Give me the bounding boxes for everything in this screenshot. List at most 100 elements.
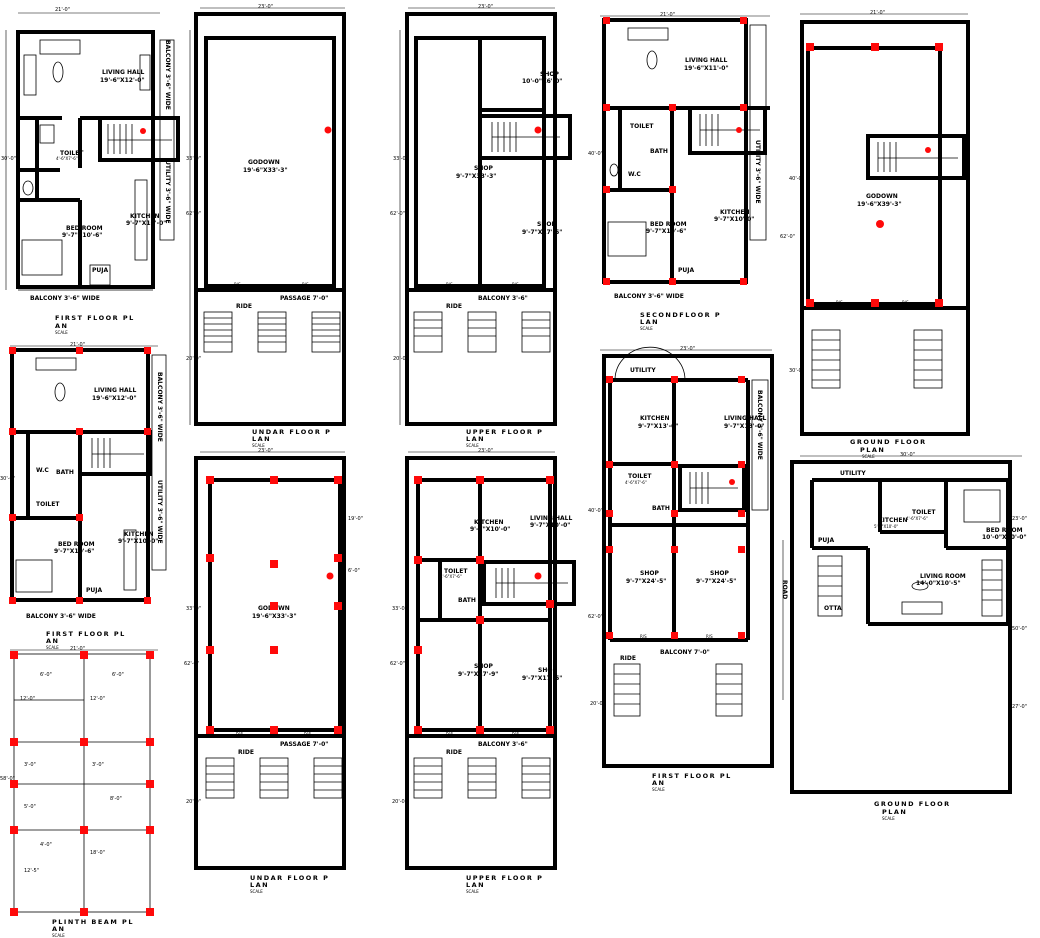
ride-label: RIDE [446, 749, 462, 756]
plan-title-cont: AN [52, 925, 65, 933]
dim-side: 33'-0" [393, 156, 408, 162]
beam-dim: 3'-0" [24, 762, 36, 768]
beam-dim: 18'-0" [90, 850, 105, 856]
plan-scale: SCALE [252, 443, 265, 448]
dim-side: 20'-0" [590, 701, 605, 707]
room-label: LIVING HALL [94, 387, 136, 394]
rs-label: R/S [640, 634, 647, 639]
ride-label: RIDE [238, 749, 254, 756]
room-label: SHOP [537, 221, 556, 228]
room-label: TOILET [630, 123, 654, 130]
beam-dim: 12'-0" [20, 696, 35, 702]
room-label: PUJA [678, 267, 695, 274]
passage-label: PASSAGE 7'-0" [280, 741, 328, 748]
first-floor-plan-a: 21'-0" 30'-0" LIVING HALL 19'-6"X12'-0" … [1, 7, 180, 335]
dim-side: 40'-0" [588, 508, 603, 514]
room-label: UTILITY [630, 367, 656, 374]
room-label: SHOP [640, 570, 659, 577]
side-balcony-label: BALCONY 3'-6" WIDE [164, 40, 171, 110]
room-label: SHOP [474, 165, 493, 172]
dim-top: 21'-0" [70, 342, 85, 348]
room-dim: 19'-6"X39'-3" [857, 201, 902, 208]
beam-dim: 3'-0" [92, 762, 104, 768]
plan-scale: SCALE [640, 326, 653, 331]
dim-side: 30'-0" [789, 368, 804, 374]
room-label: LIVING HALL [530, 515, 572, 522]
ground-floor-plan-b: 30'-0" 23'-0" 50'-0" 27'-0" UTILITY KITC… [781, 452, 1027, 821]
room-dim: 10'-0"X10'-0" [982, 534, 1027, 541]
ride-label: RIDE [446, 303, 462, 310]
plan-title-cont: AN [652, 779, 665, 787]
plan-title-cont: LAN [640, 318, 659, 326]
room-dim: 9'-7"X10'-6" [646, 228, 686, 235]
rs-label: R/S [234, 282, 241, 287]
plan-scale: SCALE [882, 816, 895, 821]
second-floor-plan: 21'-0" 40'-0" LIVING HALL 19'-6"X11'-0" … [588, 12, 770, 331]
room-label: KITCHEN [124, 531, 154, 538]
plan-title-cont: LAN [466, 881, 485, 889]
dim-top: 23'-0" [680, 346, 695, 352]
beam-dim: 12'-5" [24, 868, 39, 874]
room-label: SHOP [538, 667, 557, 674]
plan-title: UPPER FLOOR P [466, 874, 543, 882]
road-label: ROAD [781, 580, 788, 599]
dim-side: 62'-0" [184, 661, 199, 667]
room-label: LIVING HALL [685, 57, 727, 64]
balcony-label: BALCONY 3'-6" WIDE [26, 613, 96, 620]
dim-top: 30'-0" [900, 452, 915, 458]
room-label: GODOWN [866, 193, 898, 200]
room-label: TOILET [444, 568, 468, 575]
ride-label: RIDE [620, 655, 636, 662]
room-dim: 10'-0"X6'-0" [522, 78, 562, 85]
room-dim: 19'-6"X11'-0" [684, 65, 729, 72]
rs-label: R/S [236, 730, 243, 735]
upper-floor-plan-b: 23'-0" 33'-0" 62'-0" 20'-0" KITCHEN 9'-7… [390, 448, 576, 894]
beam-dim: 5'-0" [24, 804, 36, 810]
utility-label: UTILITY 3'-6" WIDE [164, 160, 171, 224]
utility-label: UTILITY 3'-6" WIDE [156, 480, 163, 544]
dim-side: 40'-0" [588, 151, 603, 157]
beam-dim: 4'-0" [40, 842, 52, 848]
room-label: LIVING ROOM [920, 573, 966, 580]
beam-dim: 6'-0" [40, 672, 52, 678]
dim-side: 20'-0" [186, 356, 201, 362]
dim-side: 20'-0" [392, 799, 407, 805]
room-label: OTTA [824, 605, 842, 612]
passage-label: PASSAGE 7'-0" [280, 295, 328, 302]
upper-floor-plan-a: 23'-0" 33'-0" 62'-0" 20'-0" SHOP 10'-0"X… [390, 4, 572, 448]
dim-side: 62'-0" [186, 211, 201, 217]
room-dim: 9'-7"X13'-0" [724, 423, 764, 430]
rs-label: R/S [512, 282, 519, 287]
plan-title: UNDAR FLOOR P [250, 874, 329, 882]
balcony-label: BALCONY 3'-6" WIDE [30, 295, 100, 302]
room-label: SHOP [710, 570, 729, 577]
balcony-label: BALCONY 3'-6" [478, 741, 528, 748]
room-dim: 9'-7"X24'-5" [626, 578, 666, 585]
plan-title: SECONDFLOOR P [640, 311, 721, 319]
plan-title-cont: LAN [466, 435, 485, 443]
plan-title: GROUND FLOOR [850, 438, 927, 446]
dim-top: 23'-0" [478, 448, 493, 454]
room-dim: 9'-7"X10'-0" [126, 220, 166, 227]
dim-top: 23'-0" [258, 448, 273, 454]
plan-title: GROUND FLOOR [874, 800, 951, 808]
dim-top: 21'-0" [55, 7, 70, 13]
room-label: PUJA [92, 267, 109, 274]
room-dim: 4'-6"X7'-6" [625, 480, 647, 485]
balcony-label: BALCONY 7'-0" [660, 649, 710, 656]
dim-side: 23'-0" [1012, 516, 1027, 522]
rs-label: R/S [902, 300, 909, 305]
room-label: SHOP [540, 71, 559, 78]
dim-side: 30'-0" [1, 156, 16, 162]
room-label: KITCHEN [720, 209, 750, 216]
plinth-beam-plan: 21'-0" 58'-0" 6'-0" 12'-0" 12'-0" 6'-0" … [0, 646, 158, 938]
plan-scale: SCALE [862, 454, 875, 459]
plan-title: FIRST FLOOR PL [46, 630, 126, 638]
plan-scale: SCALE [466, 889, 479, 894]
room-dim: 9'-7"X10'-0" [530, 522, 570, 529]
rs-label: R/S [512, 730, 519, 735]
rs-label: R/S [446, 282, 453, 287]
dim-side: 58'-0" [0, 776, 15, 782]
rs-label: R/S [836, 300, 843, 305]
